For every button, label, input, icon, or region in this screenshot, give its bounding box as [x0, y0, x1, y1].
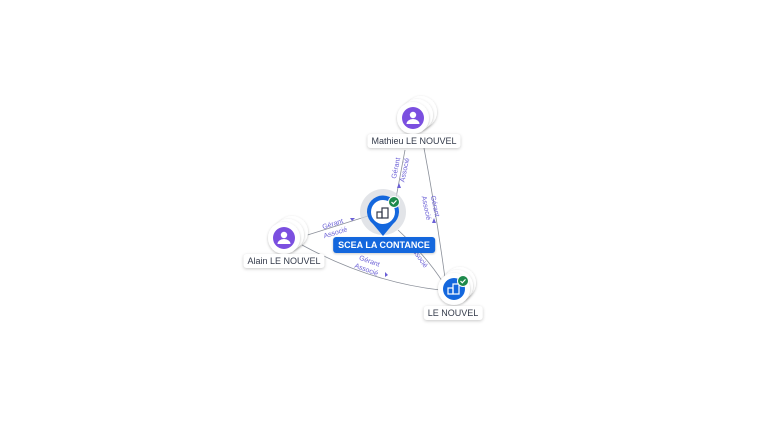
person-icon: [273, 227, 295, 249]
person-icon: [402, 107, 424, 129]
arrow-mathieu-lenouvel: [432, 218, 436, 223]
node-mathieu[interactable]: [397, 96, 437, 134]
node-label-alain[interactable]: Alain LE NOUVEL: [243, 254, 325, 268]
node-label-lenouvel[interactable]: LE NOUVEL: [423, 306, 483, 320]
node-label-mathieu[interactable]: Mathieu LE NOUVEL: [367, 134, 461, 148]
arrow-mathieu-scea: [397, 183, 401, 188]
edge-mathieu-scea[interactable]: [395, 149, 406, 199]
node-scea[interactable]: [360, 189, 406, 236]
edges: [297, 147, 446, 291]
edge-alain-lenouvel[interactable]: [301, 244, 441, 291]
node-label-scea[interactable]: SCEA LA CONTANCE: [333, 237, 435, 253]
edge-label-mathieu-scea-2: Associé: [399, 157, 411, 183]
node-lenouvel[interactable]: [438, 267, 476, 305]
edge-mathieu-lenouvel[interactable]: [423, 147, 446, 279]
edge-alain-scea[interactable]: [297, 215, 369, 239]
check-icon: [457, 275, 469, 287]
arrow-alain-scea: [350, 218, 355, 221]
arrow-alain-lenouvel: [385, 272, 388, 277]
edge-label-mathieu-lenouvel-2: Associé: [420, 195, 432, 221]
node-alain[interactable]: [268, 216, 308, 254]
company-building-icon: [376, 207, 389, 219]
check-icon: [388, 196, 400, 208]
edge-label-mathieu-lenouvel-1: Gérant: [429, 195, 440, 217]
edge-arrows: [350, 183, 436, 277]
edge-label-mathieu-scea-1: Gérant: [391, 157, 402, 179]
edge-scea-lenouvel[interactable]: [397, 229, 445, 285]
